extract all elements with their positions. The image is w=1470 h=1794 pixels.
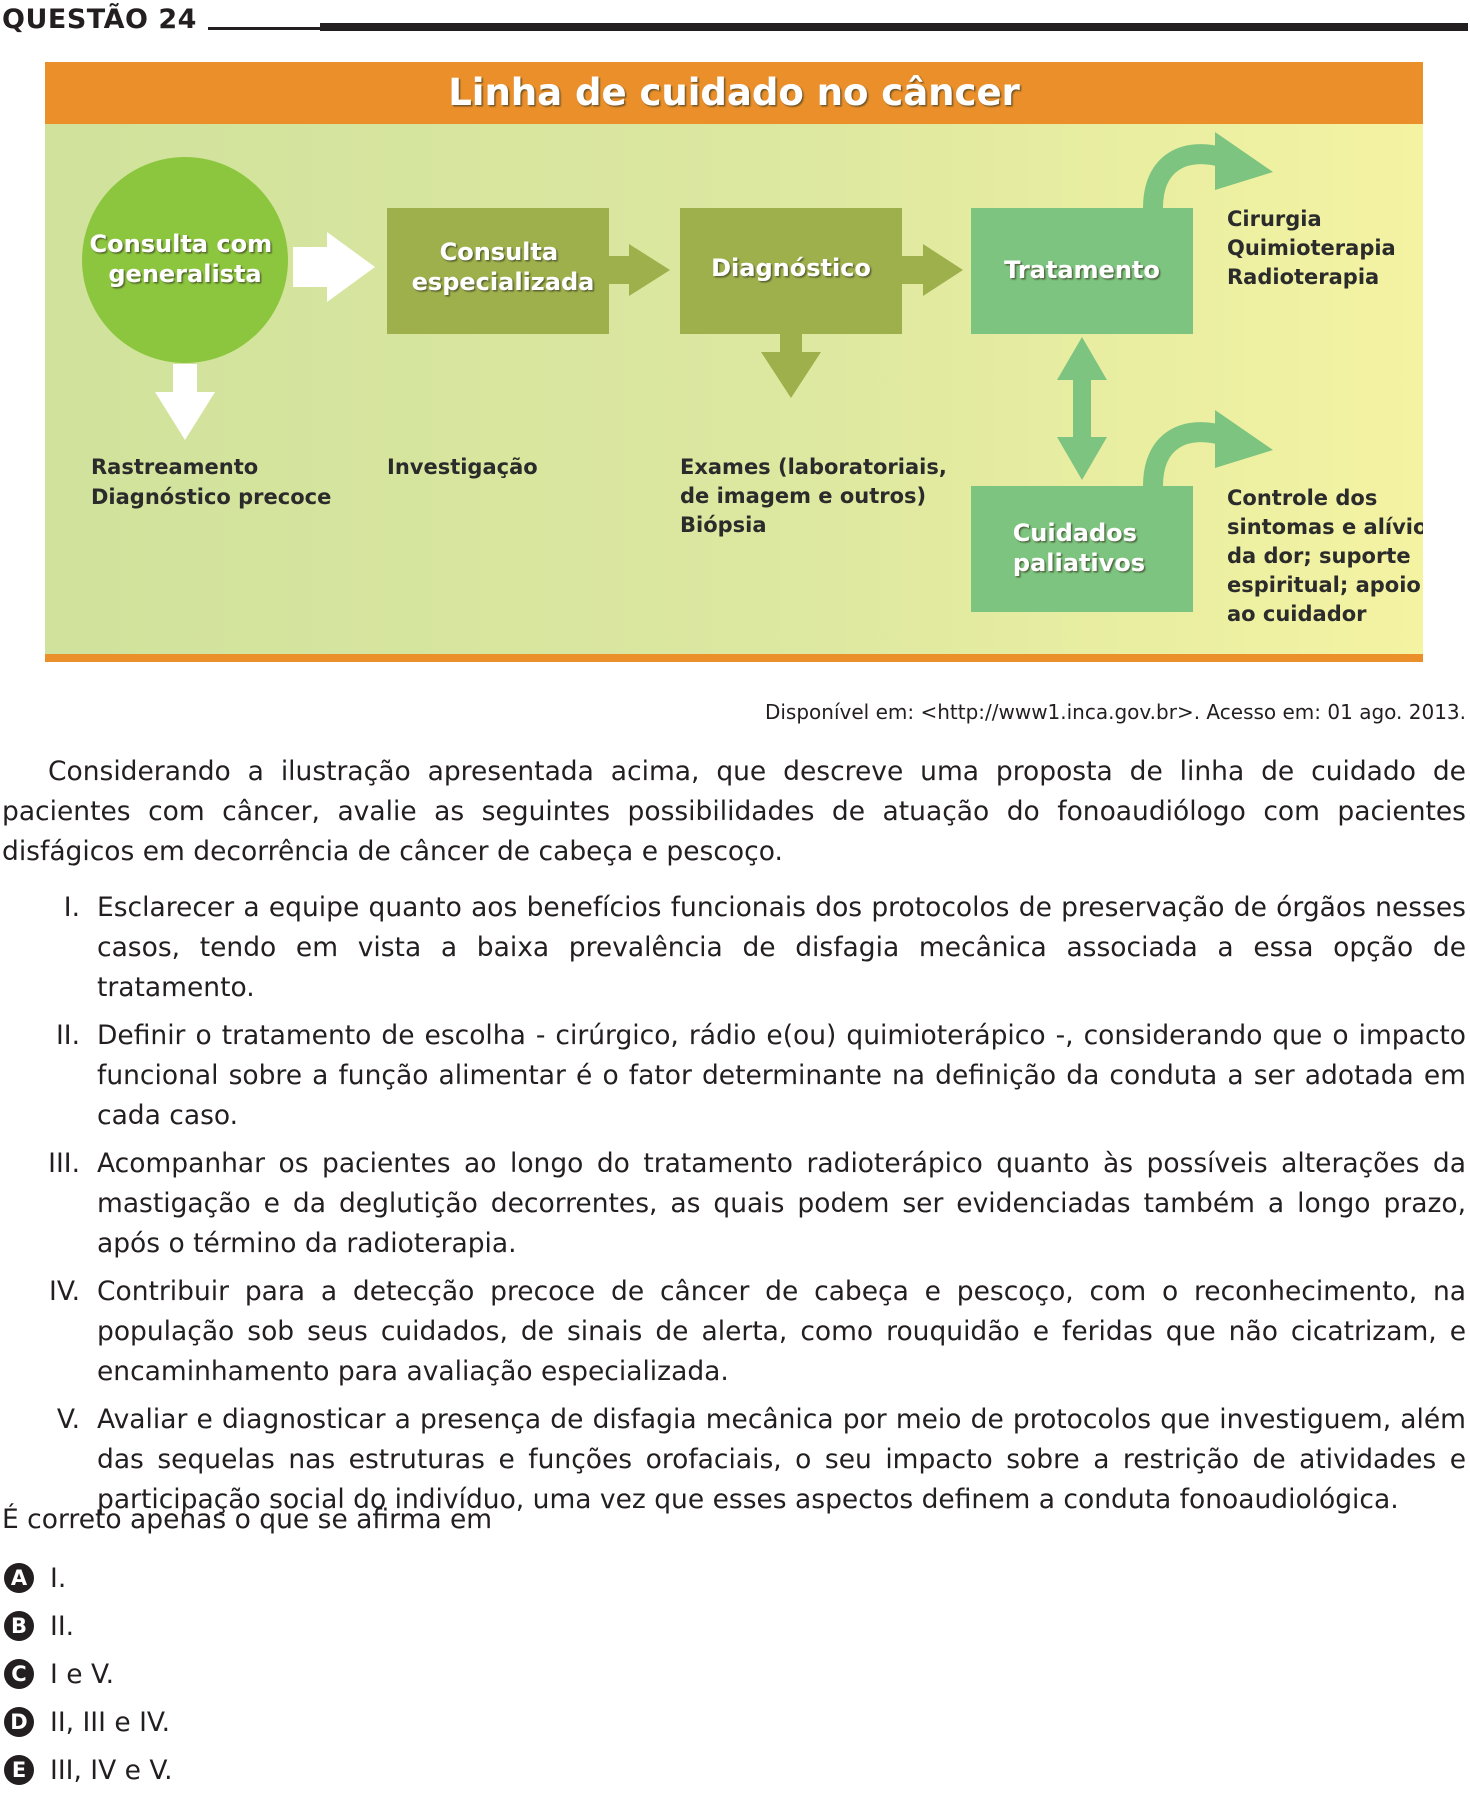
- arrow-diagnostico-down: [761, 334, 821, 398]
- option-b[interactable]: B II.: [4, 1602, 173, 1650]
- title-banner: [45, 62, 1423, 124]
- statement-text: Avaliar e diagnosticar a presença de dis…: [97, 1404, 1466, 1515]
- statement-number: II.: [55, 1020, 80, 1051]
- node-cuidados-paliativos-label: Cuidados paliativos: [1013, 519, 1146, 577]
- option-letter-badge: E: [4, 1755, 34, 1785]
- note-rastreamento: Rastreamento Diagnóstico precoce: [91, 455, 331, 509]
- intro-paragraph: Considerando a ilustração apresentada ac…: [2, 756, 1466, 867]
- statement-text: Contribuir para a detecção precoce de câ…: [97, 1276, 1466, 1387]
- node-diagnostico: [680, 208, 902, 334]
- statement-text: Definir o tratamento de escolha - cirúrg…: [97, 1020, 1466, 1131]
- statement-item: III. Acompanhar os pacientes ao longo do…: [0, 1144, 1468, 1264]
- answer-options: A I. B II. C I e V. D II, III e IV. E II…: [4, 1554, 173, 1794]
- statement-number: I.: [63, 892, 80, 923]
- note-tratamentos: Cirurgia Quimioterapia Radioterapia: [1227, 207, 1403, 289]
- statement-number: III.: [48, 1148, 80, 1179]
- option-text: I.: [50, 1562, 67, 1594]
- option-letter-badge: B: [4, 1611, 34, 1641]
- arrow-generalista-to-especializada: [293, 232, 375, 302]
- option-letter-badge: C: [4, 1659, 34, 1689]
- note-exames: Exames (laboratoriais, de imagem e outro…: [680, 455, 954, 537]
- question-header: QUESTÃO 24: [2, 4, 1468, 44]
- statement-list: I. Esclarecer a equipe quanto aos benefí…: [0, 888, 1468, 1528]
- node-consulta-generalista: [82, 157, 288, 363]
- statement-number: V.: [56, 1404, 80, 1435]
- arrow-paliativos-curve: [1143, 422, 1228, 487]
- statement-item: I. Esclarecer a equipe quanto aos benefí…: [0, 888, 1468, 1008]
- care-line-infographic: Linha de cuidado no câncer Consulta com …: [45, 62, 1423, 662]
- note-paliativos: Controle dos sintomas e alívio da dor; s…: [1227, 486, 1423, 626]
- header-rule-thick: [320, 23, 1468, 31]
- option-letter-badge: D: [4, 1707, 34, 1737]
- arrow-generalista-down: [155, 364, 215, 440]
- node-consulta-especializada-label: Consulta especializada: [412, 238, 595, 296]
- question-title: QUESTÃO 24: [2, 4, 197, 35]
- option-text: II.: [50, 1610, 75, 1642]
- bottom-border: [45, 654, 1423, 662]
- statement-item: V. Avaliar e diagnosticar a presença de …: [0, 1400, 1468, 1520]
- option-text: I e V.: [50, 1658, 115, 1690]
- node-consulta-especializada: [387, 208, 609, 334]
- statement-text: Esclarecer a equipe quanto aos benefício…: [97, 892, 1466, 1003]
- node-tratamento: [971, 208, 1193, 334]
- arrow-especializada-to-diagnostico: [609, 244, 670, 296]
- statement-item: II. Definir o tratamento de escolha - ci…: [0, 1016, 1468, 1136]
- option-text: II, III e IV.: [50, 1706, 171, 1738]
- question-stem: É correto apenas o que se afirma em: [2, 1504, 493, 1535]
- option-letter-badge: A: [4, 1563, 34, 1593]
- statement-number: IV.: [49, 1276, 80, 1307]
- node-consulta-generalista-label: Consulta com generalista: [90, 230, 281, 288]
- option-d[interactable]: D II, III e IV.: [4, 1698, 173, 1746]
- arrow-paliativos-curve-head: [1215, 410, 1273, 468]
- note-investigacao: Investigação: [387, 455, 538, 479]
- figure-source: Disponível em: <http://www1.inca.gov.br>…: [764, 700, 1466, 724]
- statement-item: IV. Contribuir para a detecção precoce d…: [0, 1272, 1468, 1392]
- arrow-diagnostico-to-tratamento: [902, 244, 963, 296]
- node-cuidados-paliativos: [971, 486, 1193, 612]
- arrow-tratamento-curve-head: [1215, 132, 1273, 190]
- node-diagnostico-label: Diagnóstico: [711, 254, 871, 282]
- header-rule-thin: [208, 27, 323, 30]
- arrow-tratamento-curve: [1143, 144, 1228, 209]
- arrow-tratamento-paliativos: [1057, 337, 1107, 480]
- node-tratamento-label: Tratamento: [1004, 256, 1160, 284]
- option-e[interactable]: E III, IV e V.: [4, 1746, 173, 1794]
- infographic-title: Linha de cuidado no câncer: [448, 71, 1020, 114]
- option-text: III, IV e V.: [50, 1754, 173, 1786]
- option-c[interactable]: C I e V.: [4, 1650, 173, 1698]
- option-a[interactable]: A I.: [4, 1554, 173, 1602]
- statement-text: Acompanhar os pacientes ao longo do trat…: [97, 1148, 1466, 1259]
